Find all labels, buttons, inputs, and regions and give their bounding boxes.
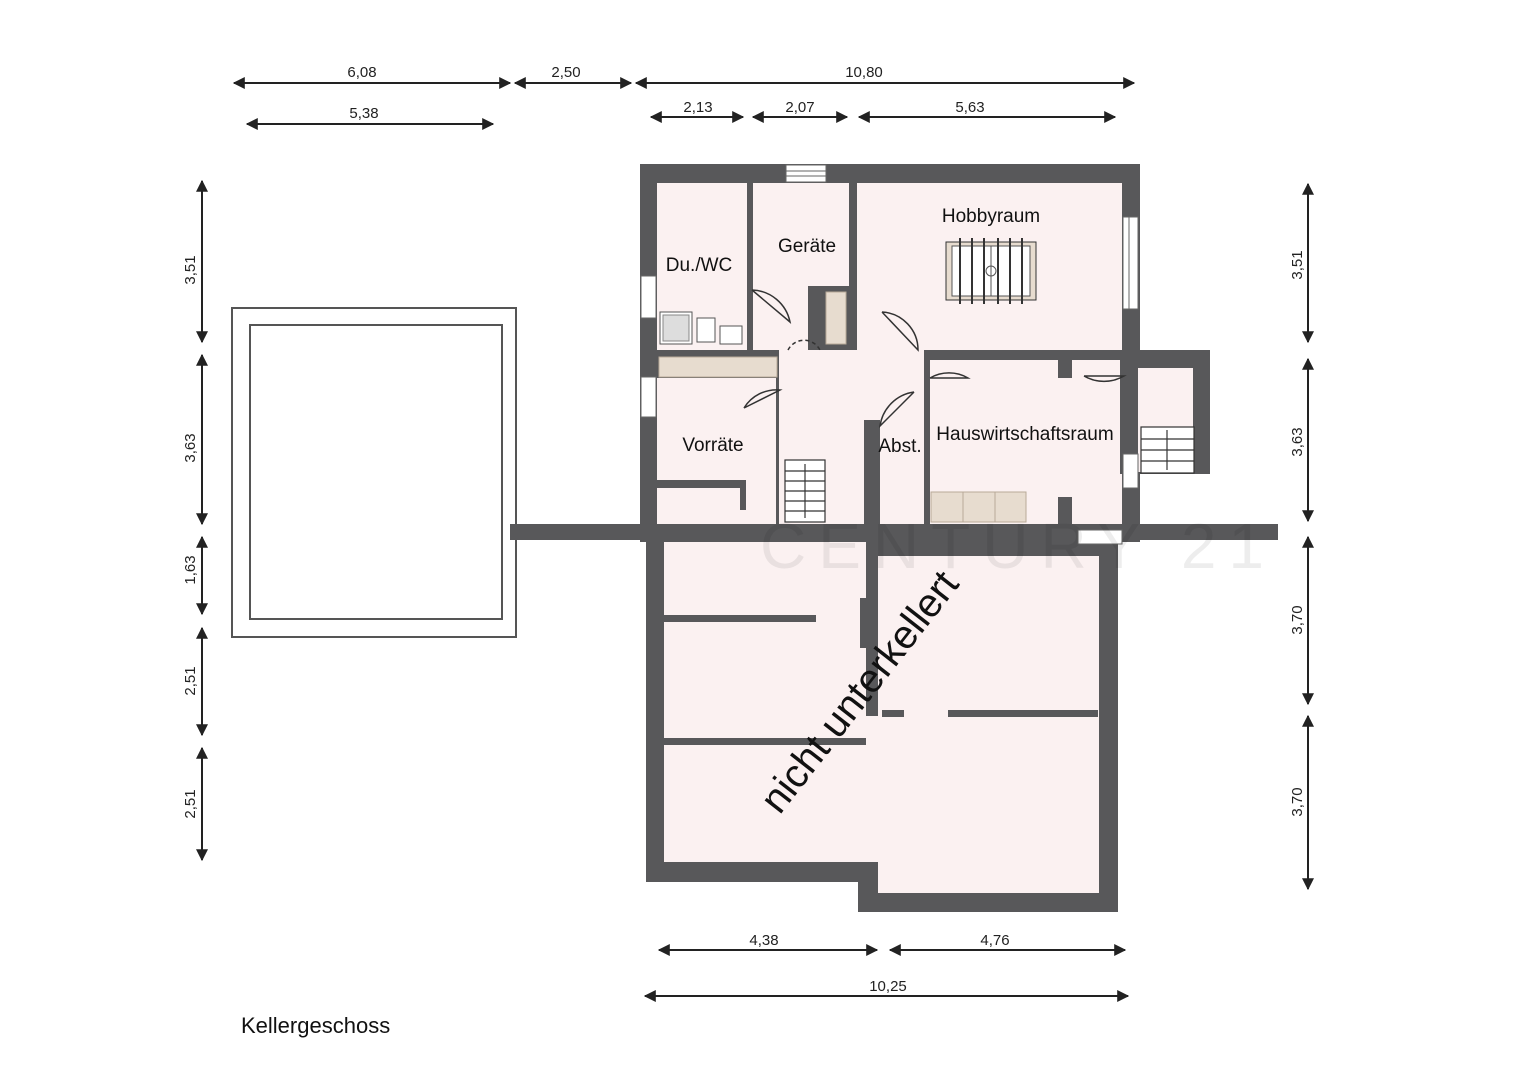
room-geraete-label: Geräte <box>778 236 836 257</box>
dim-bottom-10-25: 10,25 <box>869 978 907 995</box>
window-icon <box>1122 216 1139 310</box>
dim-top-2-07: 2,07 <box>785 99 814 116</box>
dim-bottom-4-76: 4,76 <box>980 932 1009 949</box>
room-abst-label: Abst. <box>878 436 921 457</box>
dim-left-3-51: 3,51 <box>182 255 199 284</box>
dim-right-3-70-a: 3,70 <box>1289 605 1306 634</box>
left-structure <box>231 307 517 638</box>
dim-bottom-4-38: 4,38 <box>749 932 778 949</box>
dim-top-6-08: 6,08 <box>347 64 376 81</box>
room-hauswirtschaftsraum-label: Hauswirtschaftsraum <box>936 424 1113 445</box>
dim-right-3-63: 3,63 <box>1289 427 1306 456</box>
dim-left-3-63: 3,63 <box>182 433 199 462</box>
room-du-wc-label: Du./WC <box>666 255 733 276</box>
sink-icon <box>719 325 743 345</box>
dim-top-2-13: 2,13 <box>683 99 712 116</box>
window-icon <box>640 376 657 418</box>
watermark: CENTURY 21 <box>760 510 1276 582</box>
dim-top-5-63: 5,63 <box>955 99 984 116</box>
windows <box>640 164 1139 489</box>
dim-left-2-51-a: 2,51 <box>182 666 199 695</box>
window-icon <box>1122 453 1139 489</box>
dimension-lines: 6,08 2,50 10,80 5,38 2,13 2,07 5,63 3,51… <box>182 64 1314 1002</box>
stairs-icon <box>784 426 1195 523</box>
dim-right-3-51: 3,51 <box>1289 250 1306 279</box>
dim-left-1-63: 1,63 <box>182 555 199 584</box>
dim-right-3-70-b: 3,70 <box>1289 787 1306 816</box>
foosball-table-icon <box>945 238 1037 304</box>
room-hobbyraum-label: Hobbyraum <box>942 206 1040 227</box>
sink-icon <box>696 317 716 343</box>
dim-top-5-38: 5,38 <box>349 105 378 122</box>
door-swing-icon <box>743 289 1127 429</box>
basement-lower <box>510 524 1278 912</box>
room-vorraete-label: Vorräte <box>682 435 743 456</box>
window-icon <box>785 164 827 183</box>
dim-top-2-50: 2,50 <box>551 64 580 81</box>
window-icon <box>640 275 657 319</box>
floor-caption: Kellergeschoss <box>241 1013 390 1038</box>
dim-top-10-80: 10,80 <box>845 64 883 81</box>
dim-left-2-51-b: 2,51 <box>182 789 199 818</box>
